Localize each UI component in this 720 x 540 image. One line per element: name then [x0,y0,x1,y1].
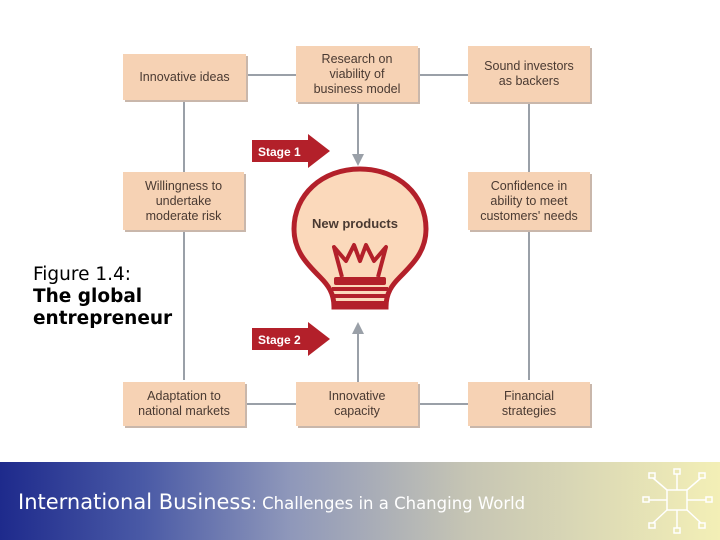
box-willingness: Willingness to undertake moderate risk [123,172,244,230]
footer-subtitle: : Challenges in a Changing World [251,494,526,513]
arrow-down-icon [352,102,364,166]
footer-bar [0,462,720,540]
figure-title-line-1: The global [33,286,143,307]
bulb-label: New products [312,216,398,231]
network-logo-icon [642,468,713,534]
footer-title: International Business [18,490,252,514]
connector-line [183,232,185,380]
box-confidence: Confidence in ability to meet customers'… [468,172,590,230]
connector-line [418,74,468,76]
figure-title-line-2: entrepreneur [33,308,173,329]
figure-number: Figure 1.4: [33,264,132,285]
box-adaptation: Adaptation to national markets [123,382,245,426]
light-bulb-icon [291,166,429,310]
box-sound-investors: Sound investors as backers [468,46,590,102]
box-research-viability: Research on viability of business model [296,46,418,102]
footer-text: International Business: Challenges in a … [18,490,525,514]
figure-caption: Figure 1.4: The global entrepreneur [33,264,172,330]
stage-2-label: Stage 2 [258,333,301,347]
box-innovative-ideas: Innovative ideas [123,54,246,100]
connector-line [247,403,297,405]
stage-2-arrow [252,322,330,356]
connector-line [418,403,468,405]
connector-line [528,104,530,172]
connector-line [247,74,297,76]
stage-1-arrow [252,134,330,168]
connector-line [183,102,185,172]
arrow-up-icon [352,322,364,382]
box-innovative-capacity: Innovative capacity [296,382,418,426]
connector-line [528,232,530,380]
box-financial-strategies: Financial strategies [468,382,590,426]
stage-1-label: Stage 1 [258,145,301,159]
